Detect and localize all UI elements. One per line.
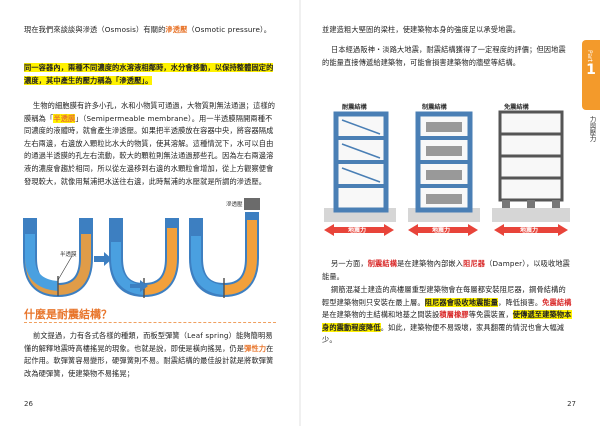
quake-arrow-1: 地震力 bbox=[324, 224, 394, 236]
osmotic-definition-paragraph: 同一容器內，兩種不同濃度的水溶液相鄰時，水分會移動，以保持整體固定的濃度，其中產… bbox=[24, 62, 277, 87]
p4-text-i: 。如此，建築物便不易毀壞，家具翻覆的情況也會大幅減少。 bbox=[322, 322, 565, 345]
damper-icon bbox=[426, 194, 462, 204]
rubber-bearing-icon bbox=[552, 200, 560, 208]
building-seismic-resistant bbox=[324, 111, 396, 222]
page-number-right: 27 bbox=[567, 400, 576, 408]
highlight-definition: 同一容器內，兩種不同濃度的水溶液相鄰時，水分會移動，以保持整體固定的濃度，其中產… bbox=[24, 63, 274, 85]
damper-icon bbox=[426, 122, 462, 132]
eq-text-c: 在起作用。軟彈簧容易變形，硬彈簧則不易。耐震結構的最佳設計就是將軟彈簧改為硬彈簧… bbox=[24, 343, 274, 378]
left-page: 現在我們來談談與滲透（Osmosis）有關的滲透壓（Osmotic pressu… bbox=[23, 24, 277, 408]
eq-text-a: 前文提過，力有各式各樣的種類，而板型彈簧（Leaf spring）能夠簡明易懂的… bbox=[24, 331, 273, 353]
title-isolation: 免震結構 bbox=[504, 103, 530, 111]
term-semipermeable: 半透膜 bbox=[53, 113, 76, 123]
quake-label-2: 地震力 bbox=[432, 226, 450, 234]
p4-text-c: ，降低損害。 bbox=[498, 297, 543, 307]
damper-icon bbox=[426, 146, 462, 156]
osmosis-u-tube-diagram: 水 半透膜 水 水 滲透壓 bbox=[23, 198, 260, 298]
page-number-left: 26 bbox=[24, 400, 33, 408]
quake-arrow-2: 地震力 bbox=[408, 224, 478, 236]
term-elastic-force: 彈性力 bbox=[244, 343, 267, 353]
u-tube-1: 水 半透膜 bbox=[23, 218, 93, 298]
term-damper: 阻尼器 bbox=[463, 259, 486, 268]
osmotic-pressure-label: 滲透壓 bbox=[226, 200, 243, 208]
intro-text-a: 現在我們來談談與滲透（Osmosis）有關的 bbox=[24, 25, 166, 34]
p4-text-e: 是在建築物的主結構和地基之間裝設 bbox=[322, 310, 440, 320]
damping-text-a: 另一方面， bbox=[331, 259, 368, 268]
water-label-1: 水 bbox=[40, 246, 47, 254]
membrane-text-c: 」（Semipermeable membrane）。 bbox=[75, 113, 200, 123]
part-label: Part bbox=[586, 50, 593, 62]
quake-label-1: 地震力 bbox=[348, 226, 366, 234]
u-tube-2: 水 bbox=[109, 218, 179, 298]
membrane-text-a: 生物的細胞膜有許多小孔，水和小物質可通過，大物質則無法通過；這樣的膜稱為「 bbox=[24, 101, 276, 123]
water-label-2: 水 bbox=[124, 250, 131, 258]
right-p4: 鋼筋混凝土建造的高樓層重型建築物會在每層都安裝阻尼器，鋼骨結構的輕型建築物則只安… bbox=[322, 284, 572, 347]
intro-paragraph: 現在我們來談談與滲透（Osmosis）有關的滲透壓（Osmotic pressu… bbox=[24, 24, 277, 37]
membrane-paragraph: 生物的細胞膜有許多小孔，水和小物質可通過，大物質則無法通過；這樣的膜稱為「半透膜… bbox=[24, 100, 277, 188]
rubber-bearing-icon bbox=[502, 200, 510, 208]
term-osmotic-pressure: 滲透壓 bbox=[165, 25, 188, 34]
quake-arrow-3: 地震力 bbox=[494, 224, 568, 236]
rubber-bearing-icon bbox=[527, 200, 535, 208]
building-isolation bbox=[492, 110, 570, 222]
intro-text-c: （Osmotic pressure）。 bbox=[187, 25, 272, 34]
damping-text-c: 是在建築物內部嵌入 bbox=[397, 259, 464, 268]
book-gutter bbox=[299, 0, 301, 426]
water-label-3: 水 bbox=[203, 246, 210, 254]
title-damping: 制震結構 bbox=[422, 103, 448, 111]
structure-comparison-diagram: 耐震結構 制震結構 免震結構 bbox=[324, 103, 570, 236]
membrane-text-d: 用一半透膜隔開兩種不同濃度的液體時，就會產生滲透壓。如果把半透膜放在容器中央，將… bbox=[24, 113, 274, 186]
earthquake-paragraph: 前文提過，力有各式各樣的種類，而板型彈簧（Leaf spring）能夠簡明易懂的… bbox=[24, 330, 277, 380]
right-p1: 並建造粗大堅固的梁柱，使建築物本身的強度足以承受地震。 bbox=[322, 25, 521, 34]
right-p2: 日本經過阪神・淡路大地震，耐震結構獲得了一定程度的評價；但因地震的能量直接傳遞給… bbox=[322, 45, 566, 67]
damping-text-e: （Damper），以吸收地震能量。 bbox=[322, 259, 571, 281]
quake-label-3: 地震力 bbox=[520, 226, 538, 234]
part-number: 1 bbox=[586, 61, 596, 78]
title-seismic-resistant: 耐震結構 bbox=[342, 103, 368, 111]
arrow-right-1 bbox=[94, 252, 112, 266]
chapter-title: 力與壓力 bbox=[588, 116, 596, 142]
heading-divider bbox=[24, 322, 276, 323]
right-page: Part 1 力與壓力 並建造粗大堅固的梁柱，使建築物本身的強度足以承受地震。 … bbox=[300, 0, 600, 426]
building-damping bbox=[408, 111, 480, 222]
term-laminated-rubber: 積層橡膠 bbox=[439, 310, 469, 320]
right-p3: 另一方面，制震結構是在建築物內部嵌入阻尼器（Damper），以吸收地震能量。 bbox=[322, 258, 572, 283]
p4-text-g: 等免震裝置， bbox=[468, 310, 513, 320]
term-isolation-structure: 免震結構 bbox=[542, 297, 572, 307]
p4-text-a: 鋼筋混凝土建造的高樓層重型建築物會在每層都安裝阻尼器，鋼骨結構的輕型建築物則只安… bbox=[322, 285, 566, 307]
part-tab: Part 1 bbox=[582, 40, 600, 110]
u-tube-3: 水 滲透壓 bbox=[189, 198, 260, 298]
highlight-damper-absorb: 阻尼器會吸收地震能量 bbox=[424, 297, 499, 307]
membrane-label: 半透膜 bbox=[60, 250, 77, 258]
damper-icon bbox=[426, 170, 462, 180]
term-damping-structure: 制震結構 bbox=[367, 259, 398, 268]
piston-icon bbox=[244, 198, 260, 210]
section-heading: 什麼是耐震結構？ bbox=[24, 308, 112, 321]
